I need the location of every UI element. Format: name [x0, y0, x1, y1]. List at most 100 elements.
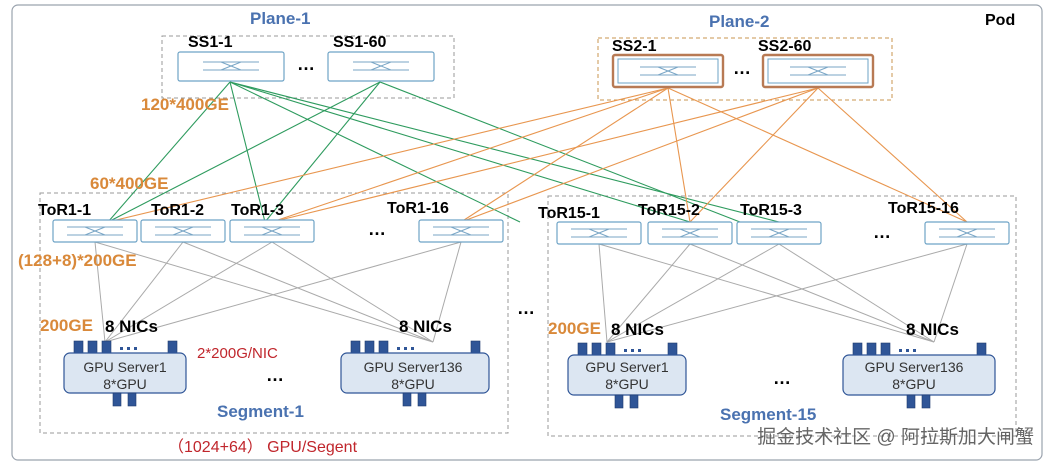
seg15-server136-nics-label: 8 NICs — [906, 320, 959, 339]
gpu-port — [614, 394, 624, 409]
seg1-server1 — [63, 340, 187, 407]
tor15-2-label: ToR15-2 — [638, 202, 700, 219]
plane-1-ellipsis: … — [297, 54, 315, 74]
spine-switch-ss2-60 — [761, 53, 875, 89]
tor-server-link — [94, 241, 434, 343]
tor-server-link — [689, 243, 935, 343]
nic-port — [101, 340, 112, 355]
nic-port — [167, 340, 178, 355]
gpu-per-segment-label: （1024+64） GPU/Segent — [168, 438, 358, 456]
tor15-3-switch — [736, 221, 822, 245]
tor1-3-label: ToR1-3 — [231, 202, 284, 219]
segment-ellipsis: … — [517, 298, 535, 318]
seg15-server136 — [842, 342, 996, 409]
plane-2-link — [107, 87, 669, 223]
tor1-3-switch — [229, 219, 315, 243]
tor-server-link — [606, 243, 968, 343]
spine-switch-ss1-1 — [177, 51, 285, 82]
segment-15-box — [547, 195, 1017, 437]
plane-1-link — [229, 81, 780, 223]
plane-2-link — [817, 87, 968, 223]
tor-server-link — [933, 243, 968, 343]
tor-server-link — [778, 243, 935, 343]
plane-2-link — [667, 87, 968, 223]
seg15-server136-gpus: 8*GPU — [892, 376, 936, 392]
nic-port — [73, 340, 84, 355]
plane-2-link — [271, 87, 819, 223]
pod-border — [11, 4, 1043, 461]
seg1-server1-nics-label: 8 NICs — [105, 317, 158, 336]
gpu-port — [921, 394, 931, 409]
nic-port — [605, 342, 616, 357]
segment-15-title: Segment-15 — [720, 405, 816, 424]
seg1-tor-ellipsis: … — [368, 219, 386, 239]
gpu-port — [127, 392, 137, 407]
tor15-1-label: ToR15-1 — [538, 205, 600, 222]
nic-port — [350, 340, 361, 355]
nic-port — [577, 342, 588, 357]
seg15-server1-gpus: 8*GPU — [605, 376, 649, 392]
tor1-1-switch — [52, 219, 138, 243]
ss1-1-label: SS1-1 — [188, 34, 233, 51]
plane-2-link — [460, 87, 669, 223]
plane-2-uplinks — [107, 87, 968, 223]
tor-server-link — [598, 243, 935, 343]
nic-port — [378, 340, 389, 355]
pod-label: Pod — [985, 12, 1015, 29]
ss2-60-label: SS2-60 — [758, 38, 811, 55]
tor-server-link — [182, 241, 434, 343]
nic-port — [976, 342, 987, 357]
tor-server-link — [598, 243, 608, 343]
seg15-tor-ellipsis: … — [873, 222, 891, 242]
seg15-server1 — [567, 342, 687, 409]
nic-port — [866, 342, 877, 357]
tor-server-link — [104, 241, 184, 343]
ss1-60-label: SS1-60 — [333, 34, 386, 51]
seg1-server136-nics-label: 8 NICs — [399, 317, 452, 336]
nic-port — [591, 342, 602, 357]
tor15-16-label: ToR15-16 — [888, 200, 959, 217]
seg1-server136-gpus: 8*GPU — [391, 376, 435, 392]
tor-server-link — [606, 243, 691, 343]
gpu-servers — [63, 340, 996, 409]
plane-1-box — [161, 35, 455, 99]
nic-port — [880, 342, 891, 357]
seg1-server-ellipsis: … — [266, 365, 284, 385]
spine-switch-ss2-1 — [611, 53, 725, 89]
segment-1-box — [39, 192, 509, 434]
plane-2-link — [667, 87, 691, 223]
tor15-3-label: ToR15-3 — [740, 202, 802, 219]
gpu-port — [417, 392, 427, 407]
tor1-16-switch — [418, 219, 504, 243]
ss2-1-label: SS2-1 — [612, 38, 657, 55]
nic-port — [364, 340, 375, 355]
tor-server-link — [271, 241, 434, 343]
tor-server-links — [94, 241, 968, 343]
tor15-1-switch — [556, 221, 642, 245]
tor-server-link — [606, 243, 780, 343]
seg15-nic-link-label: 200GE — [548, 319, 601, 338]
gpu-port — [402, 392, 412, 407]
gpu-port — [629, 394, 639, 409]
plane-2-title: Plane-2 — [709, 12, 769, 31]
nic-port — [667, 342, 678, 357]
tor1-2-label: ToR1-2 — [151, 202, 204, 219]
tor15-2-switch — [647, 221, 733, 245]
plane-1-uplinks — [107, 81, 780, 223]
plane-1-title: Plane-1 — [250, 9, 310, 28]
plane-2-ellipsis: … — [733, 58, 751, 78]
tor-server-link — [94, 241, 106, 343]
seg1-server1-gpus: 8*GPU — [103, 376, 147, 392]
seg15-server1-name: GPU Server1 — [585, 359, 668, 375]
plane-1-link — [107, 81, 381, 223]
plane-2-link — [271, 87, 669, 223]
tor15-16-switch — [924, 221, 1010, 245]
segment-1-title: Segment-1 — [217, 402, 304, 421]
plane-1-link — [229, 81, 266, 223]
seg15-server-ellipsis: … — [773, 368, 791, 388]
seg1-server136-name: GPU Server136 — [364, 359, 463, 375]
spine-uplink-label: 120*400GE — [141, 95, 229, 114]
tor-uplink-label: 60*400GE — [90, 174, 168, 193]
tor-downlink-label: (128+8)*200GE — [18, 251, 137, 270]
